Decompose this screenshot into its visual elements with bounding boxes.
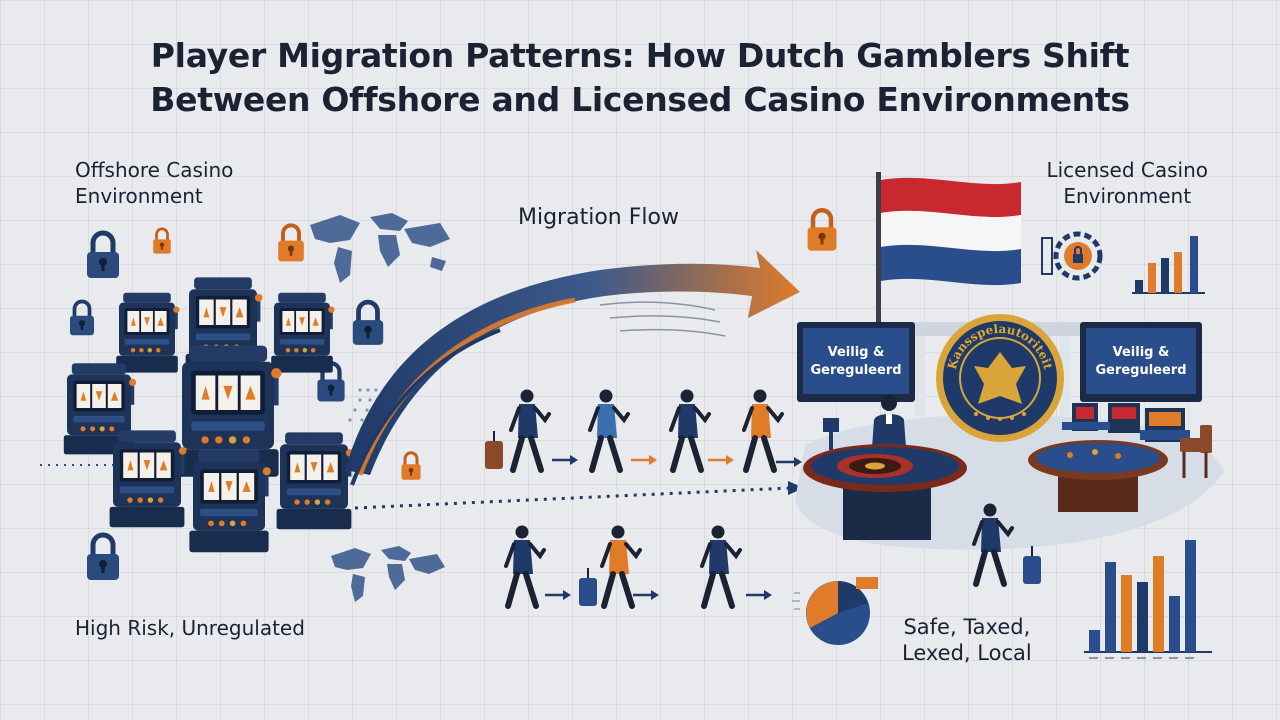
seal-icon: Kansspelautoriteit xyxy=(936,314,1064,442)
flow-dotted-line xyxy=(354,486,791,510)
padlock-icon xyxy=(68,299,96,338)
offshore-label-line-1: Offshore Casino xyxy=(75,158,234,182)
slot-machine-icon xyxy=(116,292,180,373)
suitcase-icon xyxy=(578,567,598,607)
offshore-label: Offshore Casino Environment xyxy=(75,157,233,209)
arrow-right-icon xyxy=(629,453,659,467)
motion-lines xyxy=(599,301,726,337)
slot-machine-icon xyxy=(271,292,335,373)
arrow-right-icon xyxy=(550,453,580,467)
offshore-caption-text: High Risk, Unregulated xyxy=(75,616,305,640)
migration-arrow-accent xyxy=(350,328,501,486)
bar-chart-icon xyxy=(1084,540,1212,659)
sign-text-line-1: Veilig & xyxy=(828,345,885,360)
arrow-right-icon xyxy=(706,453,736,467)
security-gear-icon xyxy=(1041,231,1103,281)
walking-person-icon xyxy=(590,390,628,471)
padlock-icon xyxy=(808,210,837,251)
arrow-right-icon xyxy=(744,588,774,602)
title-line-2: Between Offshore and Licensed Casino Env… xyxy=(150,80,1130,119)
sign-text-line-2: Gereguleerd xyxy=(1095,363,1186,378)
slot-machine-icon xyxy=(1062,403,1190,442)
licensed-label-line-2: Environment xyxy=(1063,184,1192,208)
walking-person-icon xyxy=(702,526,740,607)
licensed-caption: Safe, Taxed, Lexed, Local xyxy=(902,614,1032,666)
licensed-caption-line-2: Lexed, Local xyxy=(902,641,1032,665)
migration-flow-text: Migration Flow xyxy=(518,205,679,230)
migration-arrow xyxy=(345,250,800,475)
dealer-icon xyxy=(872,395,906,448)
licensed-label: Licensed Casino Environment xyxy=(1046,157,1208,209)
migration-flow-label: Migration Flow xyxy=(518,205,679,231)
page-title: Player Migration Patterns: How Dutch Gam… xyxy=(0,34,1280,122)
arrow-right-icon xyxy=(788,481,804,495)
sign-board-left: Veilig & Gereguleerd xyxy=(797,322,915,402)
arrow-right-icon xyxy=(543,588,573,602)
sign-text-line-1: Veilig & xyxy=(1113,345,1170,360)
world-map-icon xyxy=(310,213,450,283)
slot-machine-icon xyxy=(189,449,271,553)
migration-arrow-accent xyxy=(357,297,576,476)
arrow-right-icon xyxy=(774,455,804,469)
sign-board-right: Veilig & Gereguleerd xyxy=(1080,322,1202,402)
card-shoe-icon xyxy=(823,418,839,432)
arrow-right-icon xyxy=(631,588,661,602)
padlock-icon xyxy=(353,302,383,345)
padlock-icon xyxy=(399,451,423,482)
title-line-1: Player Migration Patterns: How Dutch Gam… xyxy=(150,36,1130,75)
bar-chart-icon xyxy=(1132,236,1205,294)
table-icon xyxy=(1028,440,1168,512)
walking-person-icon xyxy=(671,390,709,471)
netherlands-flag-icon xyxy=(876,172,1021,342)
suitcase-icon xyxy=(1022,545,1042,585)
offshore-caption: High Risk, Unregulated xyxy=(75,615,305,641)
slot-machine-icon xyxy=(109,430,187,528)
licensed-caption-line-1: Safe, Taxed, xyxy=(903,615,1031,639)
chair-icon xyxy=(1180,425,1212,478)
padlock-icon xyxy=(87,535,119,580)
world-map-icon xyxy=(331,546,445,602)
walking-person-icon xyxy=(744,390,782,471)
padlock-icon xyxy=(87,233,119,278)
offshore-label-line-2: Environment xyxy=(75,184,203,208)
padlock-icon xyxy=(278,225,304,261)
slot-machine-icon xyxy=(276,432,354,530)
licensed-label-line-1: Licensed Casino xyxy=(1046,158,1208,182)
stand xyxy=(829,432,833,450)
walking-person-icon xyxy=(511,390,549,471)
pie-chart-icon xyxy=(792,577,878,645)
roulette-table-icon xyxy=(803,444,967,540)
sign-text-line-2: Gereguleerd xyxy=(810,363,901,378)
padlock-icon xyxy=(151,227,173,256)
suitcase-icon xyxy=(484,430,504,470)
walking-person-icon xyxy=(506,526,544,607)
